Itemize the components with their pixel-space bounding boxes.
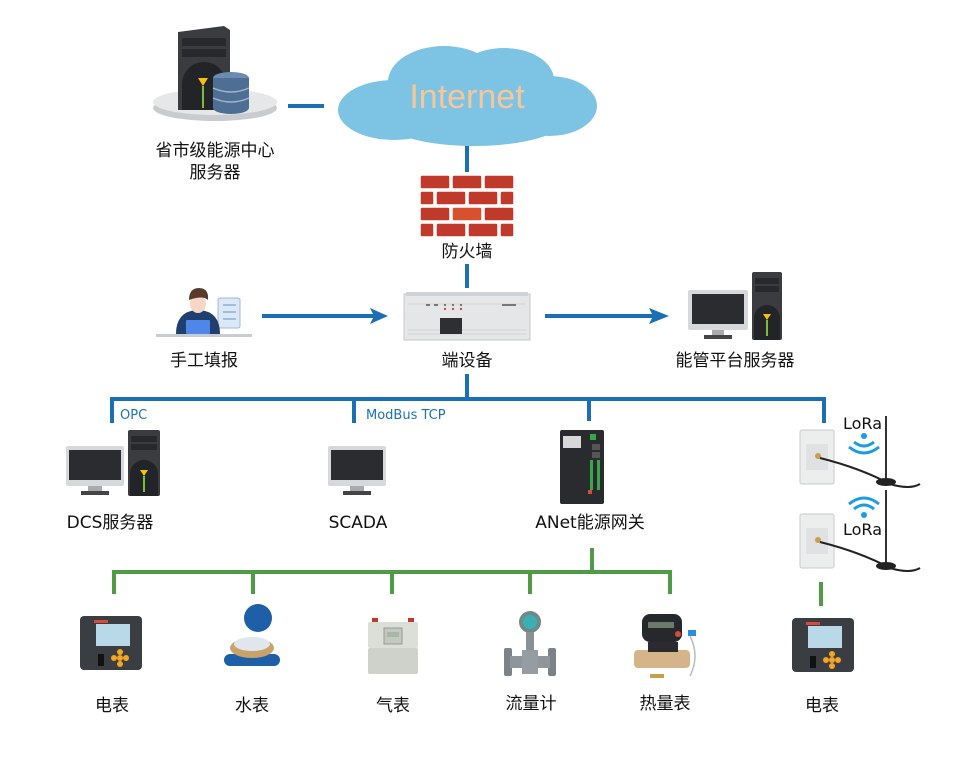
- dcs-server-icon: [66, 430, 160, 496]
- drop-scada: [352, 397, 356, 423]
- link-gateway-fieldbus: [590, 548, 594, 572]
- link-firewall-edge: [465, 264, 469, 288]
- dcs-server-label: DCS服务器: [66, 513, 154, 533]
- scada-protocol-label: ModBus TCP: [366, 408, 446, 423]
- network-bus: [110, 397, 826, 401]
- platform-server-label: 能管平台服务器: [675, 351, 795, 371]
- lora-module-2-icon: [799, 490, 921, 572]
- provincial-server-label: 省市级能源中心 服务器: [130, 140, 300, 184]
- internet-cloud-icon: [338, 46, 597, 146]
- arrow-manual-to-edge: [262, 308, 388, 324]
- scada-label: SCADA: [328, 513, 388, 533]
- meter-label-2: 水表: [235, 696, 269, 716]
- drop-meter-2: [251, 570, 255, 594]
- link-server-internet: [288, 104, 324, 108]
- edge-device-icon: [403, 292, 531, 341]
- provincial-server-icon: [153, 26, 277, 121]
- platform-server-icon: [688, 272, 782, 340]
- drop-lora: [822, 397, 826, 423]
- drop-gateway: [587, 397, 591, 421]
- dcs-protocol-label: OPC: [120, 408, 148, 423]
- electric-meter-icon: [80, 616, 142, 670]
- scada-monitor-icon: [328, 446, 386, 495]
- link-internet-firewall: [465, 146, 469, 172]
- drop-meter-4: [528, 570, 532, 594]
- lora-wifi-signal-icon-2: [848, 496, 880, 518]
- manual-entry-person-icon: [156, 288, 252, 337]
- lora-meter-label: 电表: [805, 696, 839, 716]
- edge-device-label: 端设备: [441, 351, 493, 371]
- arrow-edge-to-platform: [545, 308, 669, 324]
- drop-meter-1: [112, 570, 116, 594]
- meter-label-4: 流量计: [505, 694, 557, 714]
- lora-wifi-signal-icon-1: [848, 433, 880, 455]
- lora-module-2-label: LoRa: [843, 520, 882, 539]
- lora-electric-meter-icon: [792, 618, 854, 672]
- meter-label-3: 气表: [376, 696, 410, 716]
- drop-dcs: [110, 397, 114, 423]
- firewall-label: 防火墙: [441, 242, 493, 262]
- internet-label: Internet: [409, 78, 525, 116]
- water-meter-icon: [224, 604, 280, 666]
- meter-label-5: 热量表: [639, 694, 691, 714]
- anet-gateway-label: ANet能源网关: [535, 513, 645, 533]
- manual-entry-label: 手工填报: [170, 351, 238, 371]
- lora-module-1-label: LoRa: [843, 414, 882, 433]
- meter-label-1: 电表: [95, 696, 129, 716]
- flow-meter-icon: [504, 611, 556, 676]
- lora-module-1-icon: [799, 416, 921, 488]
- drop-meter-5: [668, 570, 672, 594]
- firewall-icon: [419, 174, 515, 238]
- link-lora-meter: [819, 582, 823, 606]
- heat-meter-icon: [634, 614, 696, 678]
- provincial-server-label-line2: 服务器: [189, 163, 241, 183]
- link-edge-bus: [465, 374, 469, 398]
- gas-meter-icon: [368, 618, 418, 674]
- drop-meter-3: [390, 570, 394, 594]
- provincial-server-label-line1: 省市级能源中心: [155, 141, 275, 161]
- anet-gateway-icon: [560, 430, 604, 504]
